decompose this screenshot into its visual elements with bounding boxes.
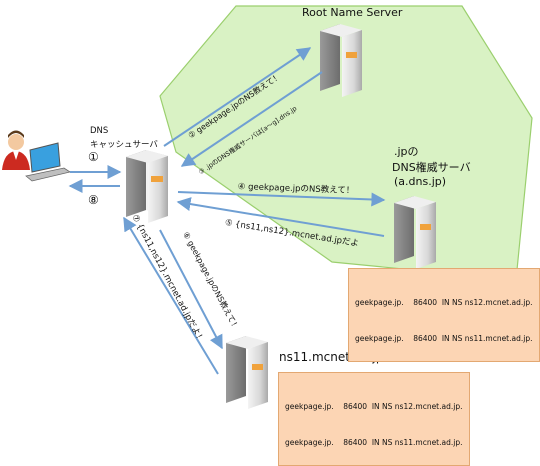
arrow-step-6 [159, 229, 223, 350]
ns11-record-line: geekpage.jp. 86400 IN NS ns12.mcnet.ad.j… [285, 402, 463, 411]
user-computer-icon [2, 130, 71, 182]
arrow-step-3 [180, 71, 323, 167]
cache-server-icon [126, 150, 168, 223]
ns11-server-icon [226, 336, 268, 409]
ns11-record-box: geekpage.jp. 86400 IN NS ns12.mcnet.ad.j… [278, 372, 470, 466]
ns11-record-line: geekpage.jp. 86400 IN NS ns11.mcnet.ad.j… [285, 438, 463, 447]
jp-server-label-line1: .jpの [394, 145, 419, 158]
jp-server-label-line2: DNS権威サーバ [392, 161, 471, 174]
cache-server-label-line2: キャッシュサーバ [90, 140, 158, 150]
step-8-label: ⑧ [88, 193, 99, 207]
jp-server-label-line3: (a.dns.jp) [394, 175, 447, 188]
root-server-icon [320, 24, 362, 97]
arrow-step-2 [163, 47, 312, 147]
jp-record-line: geekpage.jp. 86400 IN NS ns11.mcnet.ad.j… [355, 334, 533, 343]
step-1-label: ① [88, 150, 99, 164]
cache-server-label-line1: DNS [90, 126, 109, 136]
arrow-step-4 [177, 191, 386, 207]
arrow-step-7 [123, 216, 219, 375]
jp-record-box: geekpage.jp. 86400 IN NS ns12.mcnet.ad.j… [348, 268, 540, 362]
dns-diagram-canvas [2, 5, 533, 409]
root-server-title: Root Name Server [302, 6, 403, 19]
jp-record-line: geekpage.jp. 86400 IN NS ns12.mcnet.ad.j… [355, 298, 533, 307]
arrow-step-5 [176, 197, 385, 237]
jp-server-icon [394, 196, 436, 269]
